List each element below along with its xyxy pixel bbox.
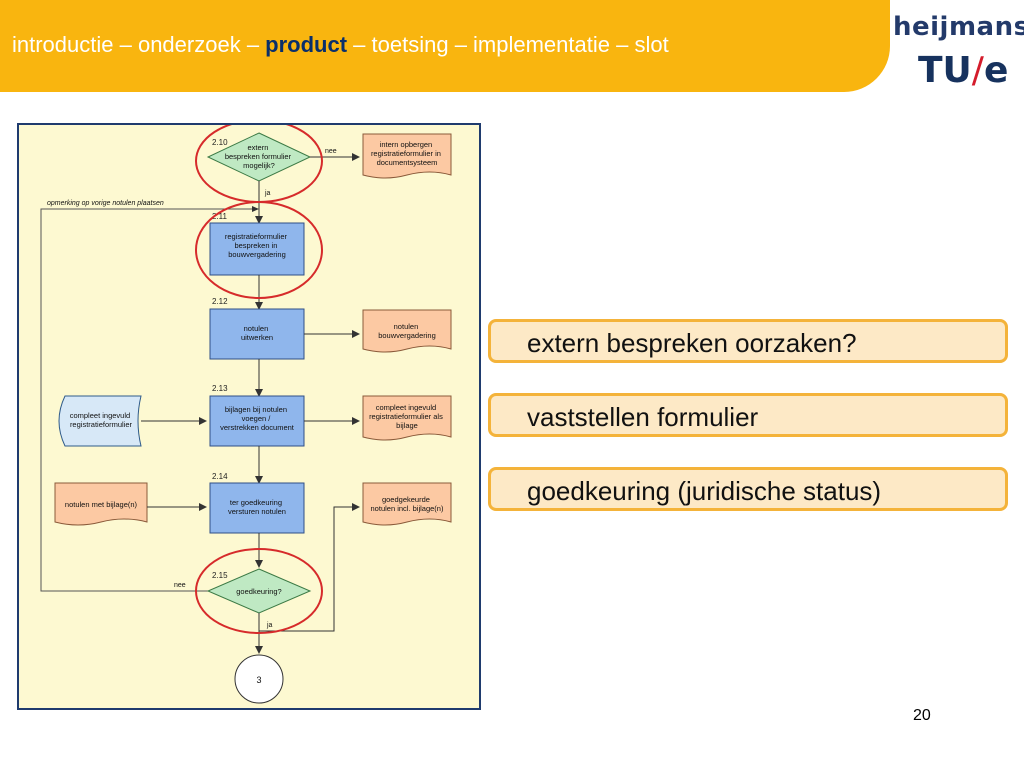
process-bijlagen-text: bijlagen bij notulen voegen / verstrekke… — [220, 405, 295, 432]
nav-after: – toetsing – implementatie – slot — [347, 32, 669, 57]
process-uitwerken-text: notulen uitwerken — [241, 324, 273, 342]
doc-compleet-bijlage — [362, 395, 452, 441]
nav-active-section: product — [265, 32, 348, 57]
tue-logo: TU/e — [918, 50, 1008, 91]
callout-goedkeuring-text: goedkeuring (juridische status) — [527, 476, 882, 506]
feedback-arrowhead — [252, 206, 259, 212]
highlight-ring-goedkeuring — [195, 548, 323, 634]
step-2-15: 2.15 — [212, 571, 228, 580]
process-bespreken — [209, 222, 305, 276]
process-bijlagen — [209, 395, 305, 447]
callout-vaststellen: vaststellen formulier — [488, 393, 1008, 437]
page-number: 20 — [913, 707, 931, 724]
flowchart-diagram: 2.10 2.11 2.12 2.13 2.14 2.15 extern bes… — [40, 125, 452, 704]
process-versturen-text: ter goedkeuring versturen notulen — [228, 498, 286, 516]
feedback-note: opmerking op vorige notulen plaatsen — [47, 200, 164, 207]
callout-vaststellen-text: vaststellen formulier — [527, 402, 759, 432]
tue-logo-e: e — [983, 50, 1009, 91]
input-compleet-text: compleet ingevuld registratieformulier — [70, 411, 133, 429]
doc-notulen-bijlage-text: notulen met bijlage(n) — [65, 500, 138, 509]
tue-logo-slash: / — [971, 50, 984, 91]
step-2-10: 2.10 — [212, 138, 228, 147]
doc-compleet-text: compleet ingevuld registratieformulier a… — [369, 403, 445, 430]
label-nee-bottom: nee — [174, 582, 186, 589]
step-2-12: 2.12 — [212, 297, 228, 306]
decision-extern-text: extern bespreken formulier mogelijk? — [225, 143, 293, 170]
heijmans-logo: heijmans — [893, 12, 1024, 42]
process-goedkeuring-versturen — [209, 482, 305, 534]
callout-goedkeuring: goedkeuring (juridische status) — [488, 467, 1008, 511]
doc-goedgekeurde-notulen — [362, 482, 452, 526]
connector-3 — [234, 654, 284, 704]
flowchart-panel: 2.10 2.11 2.12 2.13 2.14 2.15 extern bes… — [17, 123, 481, 710]
section-navigation: introductie – onderzoek – product – toet… — [12, 32, 669, 58]
label-nee-top: nee — [325, 148, 337, 155]
doc-goedgekeurde-text: goedgekeurde notulen incl. bijlage(n) — [371, 495, 444, 513]
doc-intern-text: intern opbergen registratieformulier in … — [371, 140, 443, 167]
arrow-to-goedgekeurde — [258, 503, 360, 632]
tue-logo-tu: TU — [918, 50, 972, 91]
process-bespreken-text: registratieformulier bespreken in bouwve… — [225, 232, 289, 259]
highlight-ring-bespreken — [195, 201, 323, 299]
decision-goedkeuring-text: goedkeuring? — [236, 587, 281, 596]
callout-extern-bespreken: extern bespreken oorzaken? — [488, 319, 1008, 363]
feedback-loop-line — [40, 208, 252, 592]
process-notulen-uitwerken — [209, 308, 305, 360]
input-compleet-ingevuld — [58, 395, 142, 447]
nav-before: introductie – onderzoek – — [12, 32, 266, 57]
step-2-13: 2.13 — [212, 384, 228, 393]
header-band: introductie – onderzoek – product – toet… — [0, 0, 890, 92]
doc-intern-opbergen — [362, 133, 452, 179]
doc-notulen-bouwvergadering — [362, 309, 452, 353]
doc-notulen-met-bijlage — [54, 482, 148, 526]
step-2-14: 2.14 — [212, 472, 228, 481]
doc-notulen-text: notulen bouwvergadering — [378, 322, 436, 340]
callout-extern-text: extern bespreken oorzaken? — [527, 328, 857, 358]
step-2-11: 2.11 — [212, 212, 228, 221]
label-ja-top: ja — [264, 190, 271, 197]
label-ja-bottom: ja — [266, 622, 273, 629]
connector-3-label: 3 — [256, 675, 261, 685]
